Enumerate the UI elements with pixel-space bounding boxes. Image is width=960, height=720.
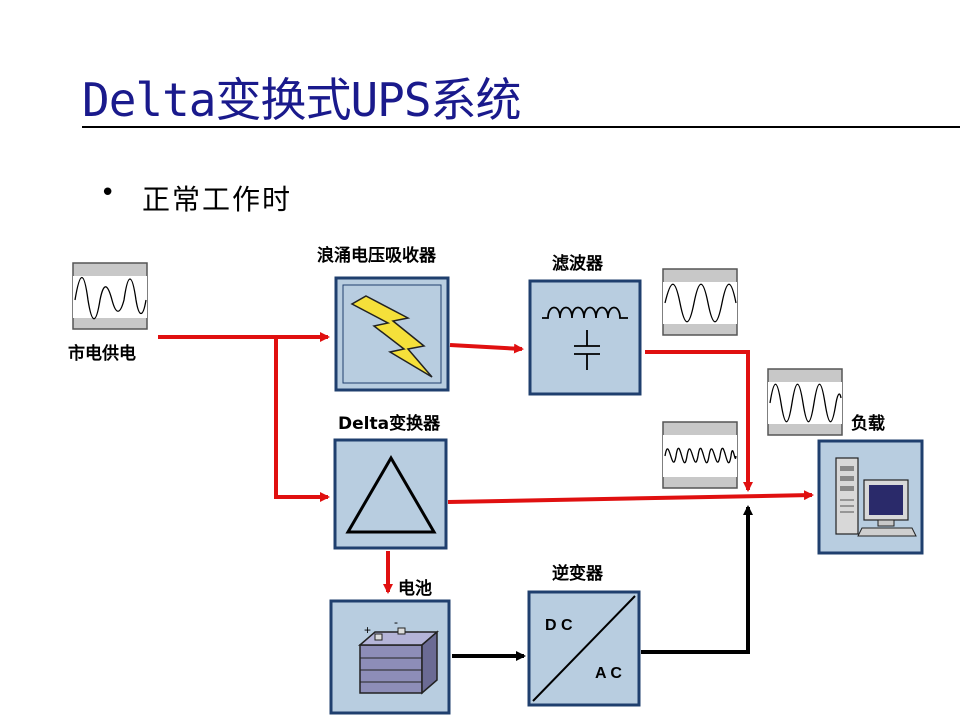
battery-label: 电池	[398, 579, 432, 599]
filter-to-load-line	[645, 350, 753, 492]
surge-to-filter-line	[449, 343, 524, 354]
dc-path	[452, 505, 753, 661]
mains-to-delta-line	[274, 337, 330, 502]
surge-suppressor-box	[334, 276, 450, 392]
surge-suppressor-label: 浪涌电压吸收器	[317, 246, 436, 266]
page-title: Delta变换式UPS系统	[82, 73, 522, 127]
bullet-text: 正常工作时	[142, 183, 293, 216]
delta-converter-label: Delta变换器	[338, 414, 441, 434]
delta-triangle-icon	[345, 455, 437, 534]
mains-waveform-icon	[72, 262, 148, 330]
inverter-dc-label: D C	[545, 617, 573, 634]
filtered-waveform-icon	[662, 268, 738, 336]
inverter-diagonal	[532, 595, 636, 702]
power-path	[158, 332, 814, 594]
battery-minus-label: -	[394, 615, 398, 629]
delta-waveform-icon	[662, 421, 738, 489]
computer-icon	[835, 457, 917, 537]
load-waveform-icon	[767, 368, 843, 436]
inverter-box: D C A C	[527, 590, 641, 707]
battery-icon: + -	[357, 615, 440, 695]
inverter-to-load-line	[641, 505, 753, 654]
battery-plus-label: +	[364, 623, 371, 637]
lightning-icon	[350, 295, 433, 378]
inverter-label: 逆变器	[552, 564, 603, 584]
filter-box	[528, 279, 642, 396]
delta-converter-box	[333, 438, 448, 550]
filter-label: 滤波器	[552, 254, 603, 274]
capacitor-icon	[574, 330, 600, 370]
load-box	[817, 439, 924, 555]
inverter-ac-label: A C	[595, 665, 622, 682]
load-label: 负载	[851, 414, 885, 434]
bullet-marker: •	[100, 178, 116, 208]
battery-box: + -	[329, 599, 451, 715]
mains-label: 市电供电	[68, 344, 136, 364]
delta-to-load-line	[447, 490, 814, 504]
title-divider	[82, 126, 960, 128]
inductor-icon	[542, 306, 628, 319]
